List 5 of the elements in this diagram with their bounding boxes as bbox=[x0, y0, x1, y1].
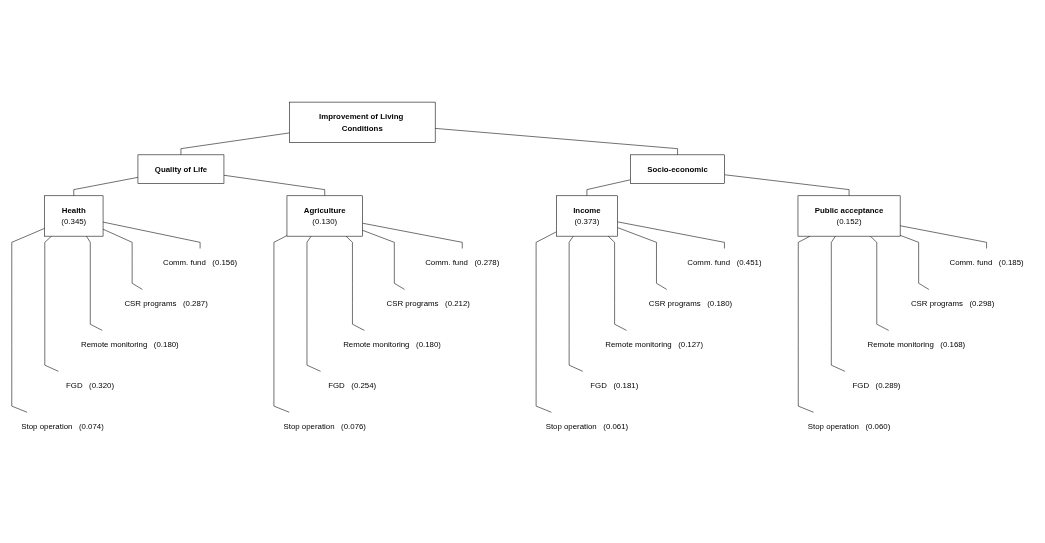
connector bbox=[798, 235, 814, 413]
connector bbox=[345, 235, 365, 331]
connector bbox=[607, 235, 627, 331]
connector bbox=[899, 235, 930, 290]
connector bbox=[434, 128, 678, 156]
